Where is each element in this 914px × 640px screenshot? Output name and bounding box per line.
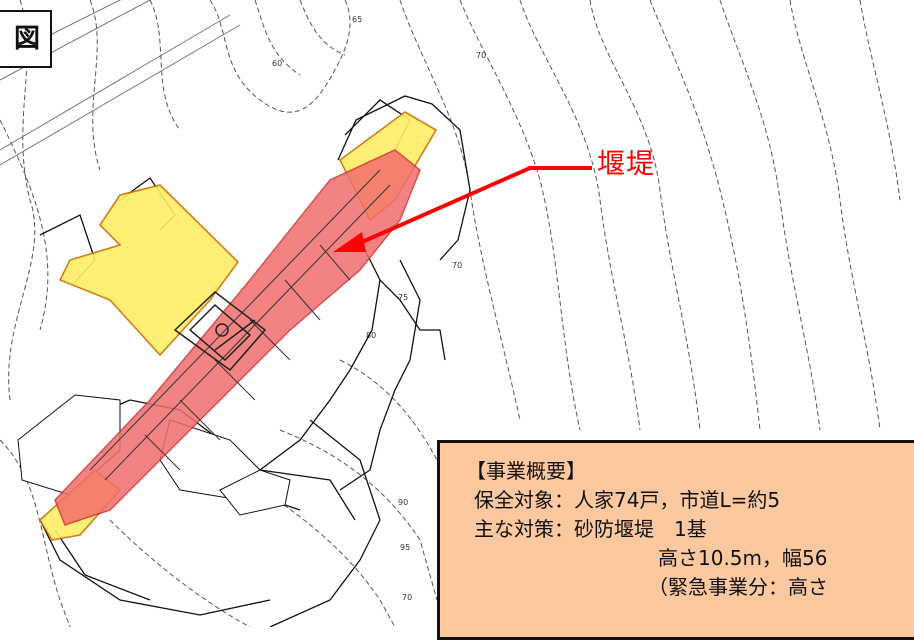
contour-label: 90 [398, 498, 408, 507]
contour-label: 70 [452, 261, 462, 270]
contour-elevation-labels: 60 65 70 70 75 80 90 95 70 [272, 15, 486, 602]
site-plan-map: 60 65 70 70 75 80 90 95 70 [0, 0, 901, 627]
figure-label: 図 [0, 10, 52, 68]
summary-dam-dimensions: 高さ10.5m，幅56 [658, 546, 828, 570]
spillway-block [173, 291, 267, 372]
contour-label: 80 [366, 331, 376, 340]
summary-heading: 【事業概要】 [466, 459, 586, 483]
contour-label: 60 [272, 59, 282, 68]
summary-protected-targets: 保全対象：人家74戸，市道L=約5 [474, 488, 781, 512]
contour-label: 65 [352, 15, 362, 24]
dam-body [54, 149, 421, 526]
contour-label: 75 [398, 293, 408, 302]
contour-label: 95 [400, 543, 410, 552]
summary-emergency-portion: （緊急事業分：高さ [648, 575, 828, 599]
contour-label: 70 [402, 593, 412, 602]
summary-main-measure: 主な対策：砂防堰堤 1基 [474, 517, 707, 541]
contour-label: 70 [476, 51, 486, 60]
dam-callout-label: 堰堤 [597, 147, 656, 180]
red-arrow [333, 166, 592, 252]
contour-lines [0, 0, 901, 627]
project-summary-box: 【事業概要】 保全対象：人家74戸，市道L=約5 主な対策：砂防堰堤 1基 高さ… [437, 440, 914, 640]
